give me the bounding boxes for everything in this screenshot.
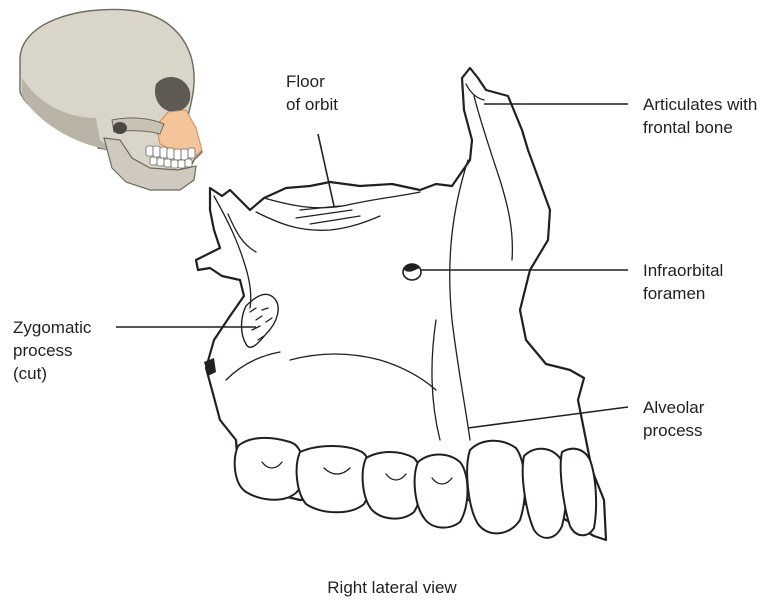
skull-orbit <box>154 77 191 112</box>
posterior-notch <box>204 358 216 376</box>
label-zygomatic-process: Zygomatic process (cut) <box>13 318 96 383</box>
zygomatic-cut-texture <box>249 307 273 341</box>
teeth-row <box>233 436 598 539</box>
orbit-floor-hatch <box>295 205 361 225</box>
tooth-premolar-2 <box>413 453 469 529</box>
label-articulates-with-frontal-bone: Articulates with frontal bone <box>643 95 762 137</box>
tooth-molar-3 <box>233 436 305 501</box>
infraorbital-foramen-hole <box>404 264 420 272</box>
figure-caption: Right lateral view <box>327 578 457 597</box>
tooth-molar-2 <box>295 445 373 514</box>
label-alveolar-process: Alveolar process <box>643 398 709 440</box>
frontal-process-ridge-2 <box>465 83 485 101</box>
orbit-floor-shelf <box>263 191 421 209</box>
orbit-floor-edge <box>255 211 381 231</box>
canine-eminence <box>449 159 471 441</box>
frontal-process-ridge <box>473 95 514 261</box>
body-contour-2 <box>431 319 441 441</box>
body-contour <box>289 353 437 391</box>
skull-icon <box>19 8 203 191</box>
label-infraorbital-foramen: Infraorbital foramen <box>643 261 728 303</box>
tooth-canine <box>521 447 568 539</box>
tooth-cusp-lines <box>261 461 453 485</box>
skull-teeth <box>145 145 196 169</box>
tooth-incisor-lateral <box>559 447 598 537</box>
skull-ear-canal <box>113 122 127 134</box>
skull-shadow <box>22 78 112 150</box>
tooth-molar-1 <box>361 451 423 520</box>
zygomatic-spike-inner <box>213 195 252 309</box>
leader-lines <box>116 103 629 429</box>
tooth-premolar-1 <box>466 439 526 535</box>
zygomatic-spike-inner-2 <box>227 213 257 253</box>
tuberosity-contour <box>225 351 281 381</box>
leader-alveolar-process <box>467 406 629 429</box>
maxilla-bone <box>194 66 608 542</box>
leader-floor-of-orbit <box>317 133 335 207</box>
skull-mandible <box>103 137 197 191</box>
label-floor-of-orbit: Floor of orbit <box>286 72 338 114</box>
maxilla-body <box>194 66 608 542</box>
